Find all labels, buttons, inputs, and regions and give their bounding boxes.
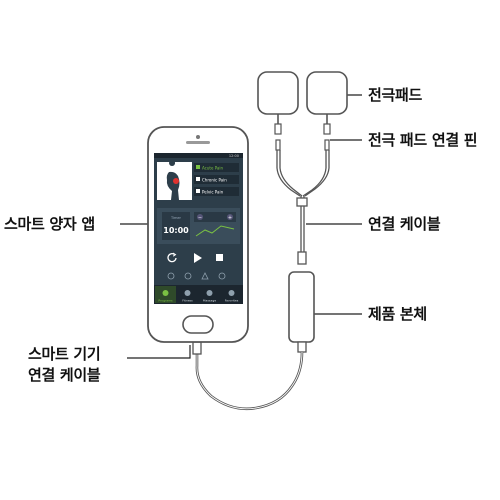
device-cable xyxy=(195,351,304,411)
home-button[interactable] xyxy=(182,315,214,334)
leader-lines xyxy=(120,94,362,359)
level-minus-button[interactable] xyxy=(197,214,203,220)
program-label-acute: Acute Pain xyxy=(202,166,223,171)
checkbox-icon xyxy=(196,189,200,193)
timer-box[interactable] xyxy=(162,212,190,240)
checkbox-icon xyxy=(196,177,200,181)
phone-speaker xyxy=(186,141,210,144)
battery-icon xyxy=(184,272,192,280)
main-unit-jack xyxy=(297,341,307,353)
leader-device-cable xyxy=(127,345,191,359)
play-icon[interactable] xyxy=(194,253,202,263)
phone-camera xyxy=(196,135,200,139)
label-connection-cable: 연결 케이블 xyxy=(368,215,441,233)
timer-value: 10:00 xyxy=(163,226,189,235)
level-plus-button[interactable] xyxy=(227,214,233,220)
level-control[interactable] xyxy=(194,212,236,222)
program-item-chronic[interactable] xyxy=(194,175,239,184)
pain-point-icon xyxy=(173,178,179,184)
label-electrode-pads: 전극패드 xyxy=(368,86,423,104)
repeat-icon[interactable] xyxy=(167,253,177,263)
nav-label-programs: Programs xyxy=(158,299,173,303)
settings-icon xyxy=(218,272,226,280)
device-cable-plug xyxy=(192,341,202,355)
program-item-pelvic[interactable] xyxy=(194,187,239,196)
level-graph xyxy=(195,225,235,237)
favorites-icon xyxy=(228,290,235,296)
nav-label-massage: Massage xyxy=(203,299,216,303)
electrode-pad-right xyxy=(306,71,348,115)
status-icons xyxy=(167,272,226,280)
label-smart-app: 스마트 양자 앱 xyxy=(4,215,95,233)
label-device-cable-line2: 연결 케이블 xyxy=(28,366,101,384)
bottom-nav xyxy=(154,285,243,304)
checkbox-icon xyxy=(196,165,200,169)
status-time: 12:00 xyxy=(229,154,239,158)
electrode-pad-left xyxy=(257,71,299,115)
warning-icon xyxy=(201,272,209,280)
program-label-pelvic: Pelvic Pain xyxy=(202,190,224,195)
stop-icon[interactable] xyxy=(216,254,223,261)
pad-pin-right xyxy=(323,123,331,135)
svg-text:+: + xyxy=(228,215,232,221)
nav-label-fitness: Fitness xyxy=(182,299,193,303)
info-icon xyxy=(167,272,175,280)
cable-splitter xyxy=(296,197,308,207)
label-device-cable-line1: 스마트 기기 xyxy=(28,345,101,363)
svg-text:−: − xyxy=(198,215,202,221)
program-item-acute[interactable] xyxy=(194,163,239,172)
player-controls xyxy=(167,252,223,263)
label-pad-connector-pin: 전극 패드 연결 핀 xyxy=(368,131,478,149)
label-main-unit: 제품 본체 xyxy=(368,305,427,323)
timer-label: Timer xyxy=(170,216,182,220)
electrode-pads xyxy=(257,71,348,151)
pad-pin-left xyxy=(274,123,282,135)
nav-label-favorites: Favorites xyxy=(225,299,239,303)
program-list: Acute Pain Chronic Pain Pelvic Pain xyxy=(194,163,239,196)
main-unit xyxy=(288,271,315,343)
cable-plug-top xyxy=(297,251,307,265)
program-label-chronic: Chronic Pain xyxy=(202,178,227,183)
programs-icon xyxy=(162,290,169,296)
fitness-icon xyxy=(184,290,191,296)
massage-icon xyxy=(206,290,213,296)
smartphone: 12:00 Acute Pain Chronic Pain Pelvic Pai… xyxy=(147,126,249,343)
